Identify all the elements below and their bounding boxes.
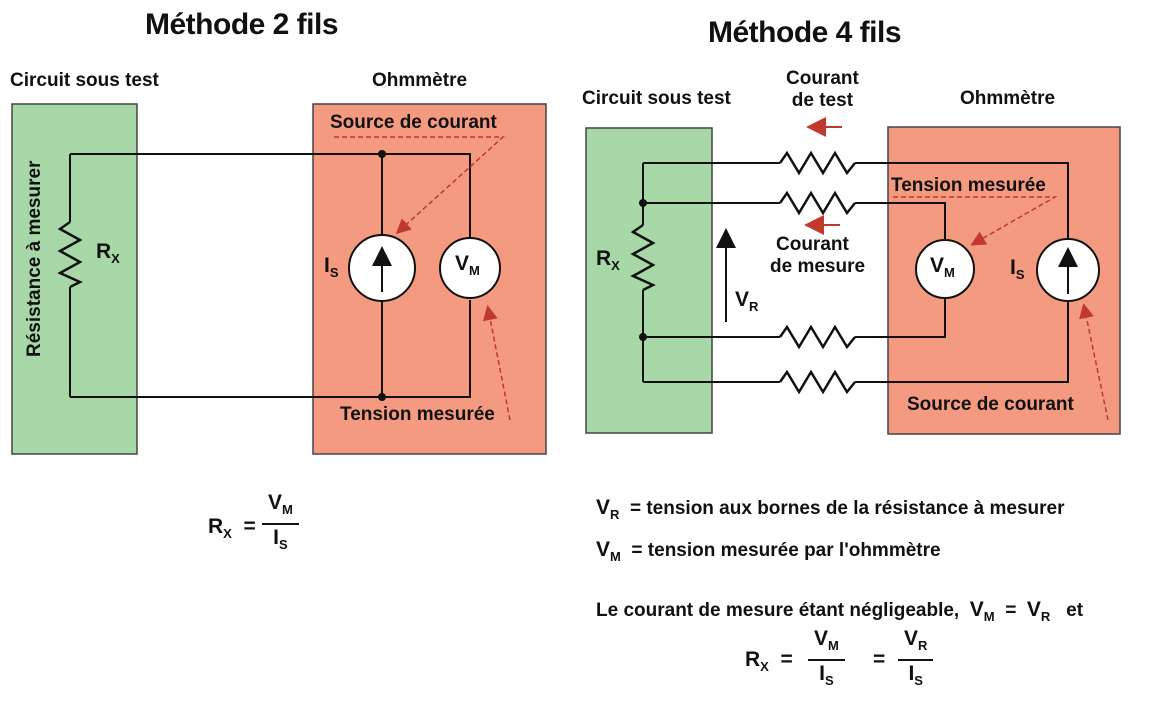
resistor-rx-4w — [630, 223, 656, 292]
circuit-label: Circuit sous test — [10, 70, 159, 91]
formula-eq2: = — [873, 648, 886, 671]
rx-symbol: RX — [96, 240, 120, 266]
rx-symbol-4w: RX — [596, 247, 620, 273]
voltmeter-vm — [439, 237, 501, 299]
wires-2-wire — [69, 153, 471, 398]
ohmmeter-box — [312, 103, 547, 455]
definition-vm: VM = tension mesurée par l'ohmmètre — [596, 538, 941, 564]
voltmeter-vm-4w — [915, 239, 975, 299]
lead-resistors — [778, 150, 856, 395]
formula-lhs: RX = — [208, 515, 256, 541]
condition-line: Le courant de mesure étant négligeable, … — [596, 598, 1084, 624]
tension-label-4w: Tension mesurée — [891, 175, 1046, 196]
resistor-label: Résistance à mesurer — [24, 160, 45, 357]
pointer-source — [334, 136, 505, 235]
formula-lhs-4w: RX = — [745, 648, 793, 674]
title-2-wire: Méthode 2 fils — [145, 8, 339, 41]
wires-4-wire — [642, 162, 1069, 383]
source-label-4w: Source de courant — [907, 394, 1074, 415]
vr-symbol: VR — [735, 288, 759, 314]
pointer-tension — [482, 305, 511, 421]
formula-fraction: VM IS — [262, 492, 299, 556]
vm-symbol-4w: VM — [930, 254, 955, 280]
source-label: Source de courant — [330, 112, 497, 133]
formula-fraction-2: VR IS — [898, 628, 934, 692]
title-4-wire: Méthode 4 fils — [708, 16, 902, 49]
definition-vr: VR = tension aux bornes de la résistance… — [596, 496, 1065, 522]
formula-fraction-1: VM IS — [808, 628, 845, 692]
circuit-under-test-box-4w — [585, 127, 713, 434]
is-symbol-4w: IS — [1010, 256, 1025, 282]
pointer-source-4w — [1079, 303, 1109, 421]
is-symbol: IS — [324, 254, 339, 280]
circuit-label-4w: Circuit sous test — [582, 88, 731, 109]
ohmmeter-label-4w: Ohmmètre — [960, 88, 1056, 109]
ohmmeter-label: Ohmmètre — [372, 70, 468, 91]
vm-symbol: VM — [455, 252, 480, 278]
resistor-rx — [57, 220, 83, 289]
tension-label: Tension mesurée — [340, 404, 495, 425]
pointer-tension-4w — [893, 196, 1058, 246]
